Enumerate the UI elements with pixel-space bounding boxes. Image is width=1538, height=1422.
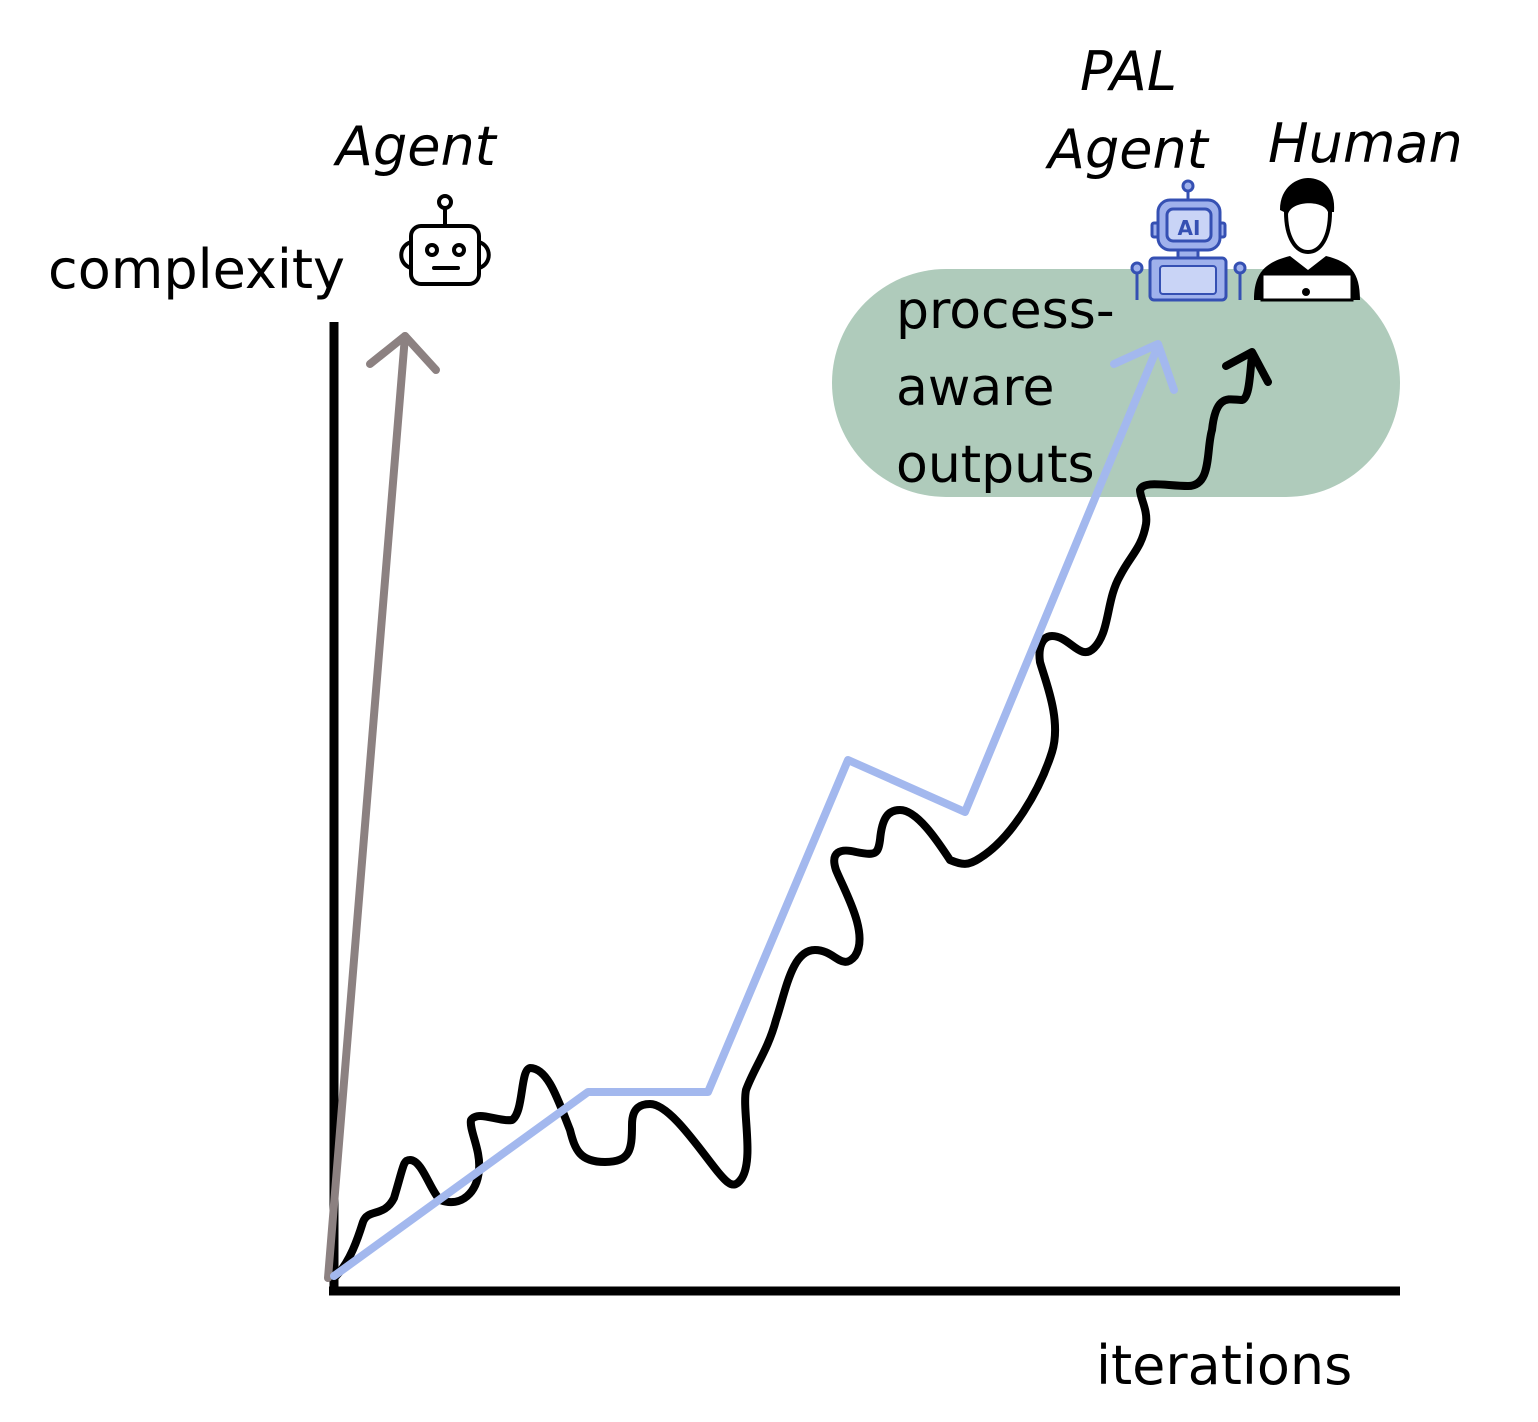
human-path: [332, 352, 1256, 1280]
robot-icon: [399, 194, 491, 286]
bubble-label-line3: outputs: [896, 435, 1095, 495]
svg-text:AI: AI: [1178, 216, 1201, 240]
human-arrowhead: [1222, 348, 1272, 386]
x-axis-label: iterations: [1096, 1334, 1352, 1397]
pal-agent-path: [330, 342, 1162, 1280]
pal-label-line1: PAL: [1080, 40, 1177, 103]
process-aware-bubble: [832, 269, 1400, 497]
human-label: Human: [1268, 112, 1463, 175]
agent-label: Agent: [333, 115, 498, 178]
y-axis-label: complexity: [48, 238, 345, 301]
ai-robot-icon: AI: [1130, 179, 1247, 302]
agent-arrow: [324, 332, 440, 1282]
human-at-laptop-icon: [1254, 178, 1360, 302]
pal-agent-arrowhead: [1110, 340, 1178, 394]
bubble-label-line1: process-: [896, 281, 1115, 341]
pal-label-line2: Agent: [1045, 118, 1210, 181]
bubble-label-line2: aware: [896, 358, 1055, 418]
